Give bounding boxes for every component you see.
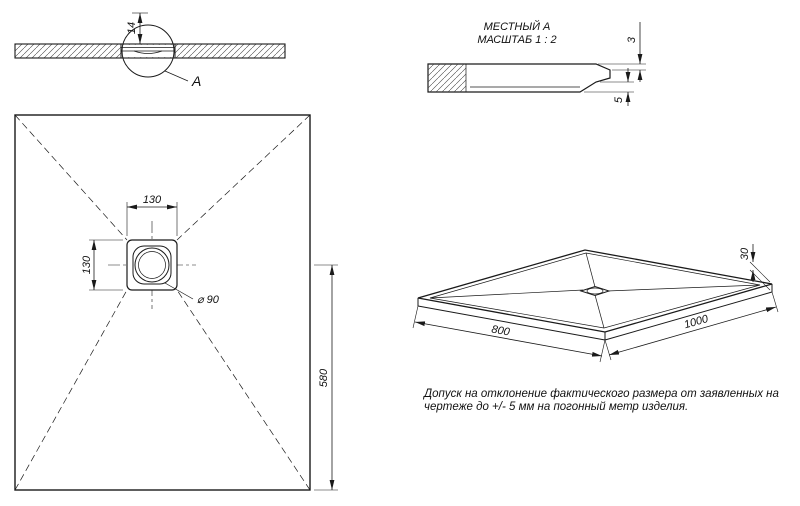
drain-ring-inner <box>138 251 166 279</box>
dim-5: 5 <box>613 96 625 103</box>
dim-130-width: 130 <box>143 194 162 206</box>
plan-view: ⌀ 90 130 130 580 <box>14 114 338 491</box>
iso-drain-circle <box>586 287 604 295</box>
dim-580: 580 <box>318 368 330 387</box>
tolerance-note: Допуск на отклонение фактического размер… <box>422 388 779 413</box>
detail-scale: МАСШТАБ 1 : 2 <box>477 34 556 46</box>
dim-30: 30 <box>739 247 751 260</box>
iso-view: 800 1000 30 <box>412 244 779 363</box>
note-line-2: чертеже до +/- 5 мм на погонный метр изд… <box>424 401 688 413</box>
note-line-1: Допуск на отклонение фактического размер… <box>422 388 779 400</box>
tray-outline <box>14 114 311 491</box>
drain-inner-square <box>132 245 172 285</box>
detail-a-circle <box>121 24 175 78</box>
detail-title: МЕСТНЫЙ А <box>484 20 551 33</box>
dim-1000: 1000 <box>683 313 711 332</box>
iso-top-face <box>417 249 773 333</box>
dim-14: 14 <box>126 22 138 34</box>
edge-profile-hatch <box>428 64 466 92</box>
dim-130-height: 130 <box>81 255 93 274</box>
detail-view-a: МЕСТНЫЙ А МАСШТАБ 1 : 2 3 5 <box>427 20 646 106</box>
drain-square <box>126 239 178 291</box>
detail-a-label: A <box>191 73 201 89</box>
section-view: A 14 <box>14 12 286 89</box>
dim-3: 3 <box>626 36 638 43</box>
dim-800: 800 <box>490 324 511 339</box>
dim-diameter-90: ⌀ 90 <box>197 294 220 306</box>
iso-drain-square <box>579 285 611 297</box>
drain-ring-outer <box>134 247 170 283</box>
